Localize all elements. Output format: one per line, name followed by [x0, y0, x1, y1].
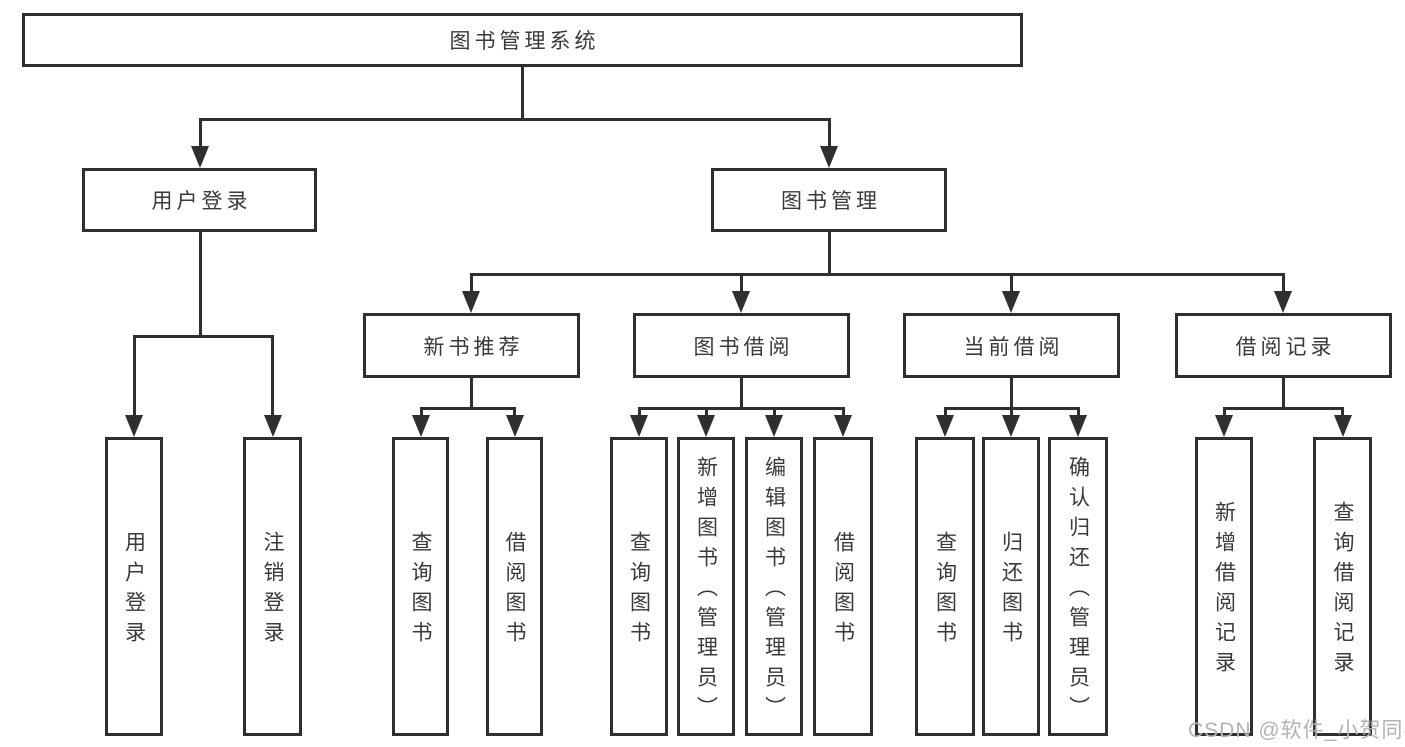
- arrowhead-cur-confirm: [1069, 415, 1087, 437]
- connector-book-management-rail: [469, 273, 1285, 276]
- connector-line-user-login: [198, 118, 202, 150]
- arrowhead-leaf-user-login: [125, 415, 143, 437]
- connector-book-management-stem: [827, 232, 831, 273]
- leaf-query-books-current: 查询图书: [915, 437, 975, 736]
- arrowhead-bor-add: [697, 415, 715, 437]
- node-book-management: 图书管理: [711, 168, 947, 232]
- leaf-user-login: 用户登录: [105, 437, 163, 736]
- node-root-label: 图书管理系统: [449, 30, 600, 53]
- leaf-add-book-admin-label: 新增图书（管理员）: [694, 456, 718, 726]
- node-book-borrowing-label: 图书借阅: [693, 335, 794, 359]
- arrowhead-user-login: [191, 146, 209, 168]
- connector-line-rec-query: [419, 407, 423, 419]
- connector-line-bor-borrow: [841, 407, 845, 419]
- node-current-borrowing-label: 当前借阅: [963, 335, 1064, 359]
- connector-line-cur-confirm: [1076, 407, 1080, 419]
- leaf-confirm-return-admin: 确认归还（管理员）: [1048, 437, 1108, 736]
- arrowhead-book-borrowing: [732, 291, 750, 313]
- connector-root-rail: [198, 118, 831, 121]
- connector-line-rec-add-record: [1222, 407, 1226, 419]
- leaf-logout-label: 注销登录: [261, 531, 285, 651]
- leaf-query-books-recommend: 查询图书: [392, 437, 449, 736]
- connector-line-bor-edit: [772, 407, 776, 419]
- leaf-borrow-books-borrowing: 借阅图书: [813, 437, 873, 736]
- arrowhead-bor-query: [630, 415, 648, 437]
- node-user-login-label: 用户登录: [151, 190, 252, 213]
- connector-line-rec-borrow: [513, 407, 516, 419]
- leaf-edit-book-admin-label: 编辑图书（管理员）: [762, 456, 786, 726]
- connector-new-books-rail: [419, 407, 516, 410]
- connector-new-books-stem: [470, 378, 473, 407]
- arrowhead-cur-query: [936, 415, 954, 437]
- connector-line-bor-add: [704, 407, 708, 419]
- node-book-borrowing: 图书借阅: [633, 313, 850, 378]
- arrowhead-book-management: [820, 146, 838, 168]
- connector-line-cur-return: [1009, 407, 1013, 419]
- arrowhead-rec-borrow: [505, 415, 524, 437]
- leaf-borrow-books-borrowing-label: 借阅图书: [831, 531, 855, 651]
- connector-line-cur-query: [943, 407, 947, 419]
- leaf-query-borrow-record-label: 查询借阅记录: [1331, 501, 1355, 681]
- arrowhead-bor-borrow: [834, 415, 852, 437]
- arrowhead-bor-edit: [765, 415, 783, 437]
- connector-line-new-books: [469, 273, 473, 295]
- leaf-return-books-label: 归还图书: [999, 531, 1023, 651]
- leaf-add-borrow-record: 新增借阅记录: [1195, 437, 1253, 736]
- leaf-query-books-borrowing-label: 查询图书: [627, 531, 651, 651]
- connector-borrowing-records-stem: [1282, 378, 1285, 407]
- arrowhead-rec-query: [412, 415, 430, 437]
- leaf-query-books-current-label: 查询图书: [933, 531, 957, 651]
- leaf-query-borrow-record: 查询借阅记录: [1313, 437, 1372, 736]
- arrowhead-rec-add-record: [1215, 415, 1233, 437]
- leaf-borrow-books-recommend-label: 借阅图书: [503, 531, 527, 651]
- arrowhead-cur-return: [1002, 415, 1020, 437]
- connector-line-book-management: [827, 118, 831, 150]
- node-current-borrowing: 当前借阅: [903, 313, 1120, 378]
- connector-line-bor-query: [637, 407, 641, 419]
- leaf-add-book-admin: 新增图书（管理员）: [677, 437, 735, 736]
- arrowhead-leaf-logout: [263, 415, 282, 437]
- leaf-borrow-books-recommend: 借阅图书: [486, 437, 543, 736]
- connector-line-borrowing-records: [1281, 273, 1285, 295]
- leaf-add-borrow-record-label: 新增借阅记录: [1212, 501, 1236, 681]
- connector-user-login-rail: [132, 335, 274, 338]
- node-borrowing-records: 借阅记录: [1175, 313, 1392, 378]
- csdn-watermark: CSDN @软件_小贺同学: [1188, 719, 1405, 742]
- node-root: 图书管理系统: [22, 13, 1023, 67]
- node-new-book-recommendation: 新书推荐: [363, 313, 580, 378]
- arrowhead-rec-query-record: [1333, 415, 1352, 437]
- node-new-book-recommendation-label: 新书推荐: [423, 335, 524, 359]
- leaf-logout: 注销登录: [243, 437, 302, 736]
- leaf-query-books-borrowing: 查询图书: [610, 437, 668, 736]
- arrowhead-current-borrowing: [1002, 291, 1020, 313]
- arrowhead-new-books: [462, 291, 480, 313]
- connector-current-borrowing-stem: [1010, 378, 1013, 407]
- leaf-query-books-recommend-label: 查询图书: [409, 531, 433, 651]
- connector-line-current-borrowing: [1009, 273, 1013, 295]
- node-user-login: 用户登录: [82, 168, 317, 232]
- node-borrowing-records-label: 借阅记录: [1235, 335, 1336, 359]
- connector-borrowing-records-rail: [1222, 407, 1344, 410]
- leaf-return-books: 归还图书: [982, 437, 1040, 736]
- connector-user-login-stem: [198, 232, 202, 335]
- connector-line-leaf-logout: [271, 335, 274, 419]
- connector-root-stem: [521, 67, 524, 118]
- leaf-user-login-label: 用户登录: [122, 531, 146, 651]
- leaf-confirm-return-admin-label: 确认归还（管理员）: [1066, 456, 1090, 726]
- leaf-edit-book-admin: 编辑图书（管理员）: [745, 437, 803, 736]
- connector-book-borrowing-stem: [740, 378, 743, 407]
- connector-book-borrowing-rail: [637, 407, 845, 410]
- connector-line-rec-query-record: [1341, 407, 1344, 419]
- connector-line-leaf-user-login: [132, 335, 136, 419]
- arrowhead-borrowing-records: [1274, 291, 1292, 313]
- node-book-management-label: 图书管理: [781, 190, 881, 213]
- connector-line-book-borrowing: [739, 273, 743, 295]
